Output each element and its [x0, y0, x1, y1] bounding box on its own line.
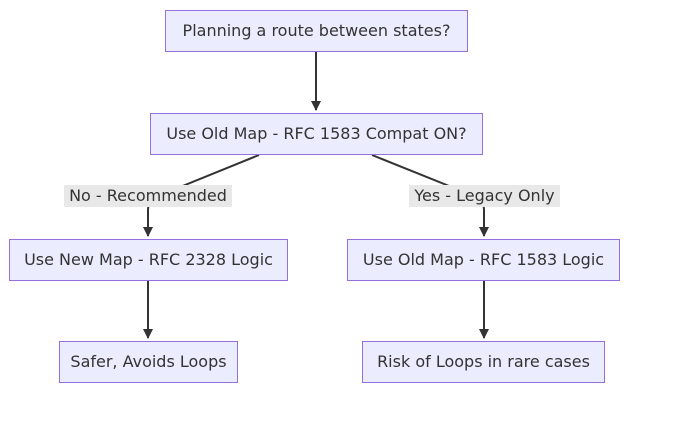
node-old-map-label: Use Old Map - RFC 1583 Logic: [362, 250, 605, 269]
node-safer-outcome-label: Safer, Avoids Loops: [70, 352, 227, 371]
node-planning-question: Planning a route between states?: [165, 10, 468, 52]
edge-label-no: No - Recommended: [64, 185, 232, 207]
node-risk-outcome: Risk of Loops in rare cases: [362, 341, 605, 383]
node-old-map: Use Old Map - RFC 1583 Logic: [347, 239, 620, 281]
node-risk-outcome-label: Risk of Loops in rare cases: [377, 352, 590, 371]
node-new-map-label: Use New Map - RFC 2328 Logic: [24, 250, 273, 269]
node-safer-outcome: Safer, Avoids Loops: [59, 341, 238, 383]
node-compat-decision-label: Use Old Map - RFC 1583 Compat ON?: [166, 124, 467, 143]
node-planning-question-label: Planning a route between states?: [182, 21, 451, 40]
edge-label-yes: Yes - Legacy Only: [409, 185, 560, 207]
node-new-map: Use New Map - RFC 2328 Logic: [9, 239, 288, 281]
node-compat-decision: Use Old Map - RFC 1583 Compat ON?: [150, 113, 483, 155]
